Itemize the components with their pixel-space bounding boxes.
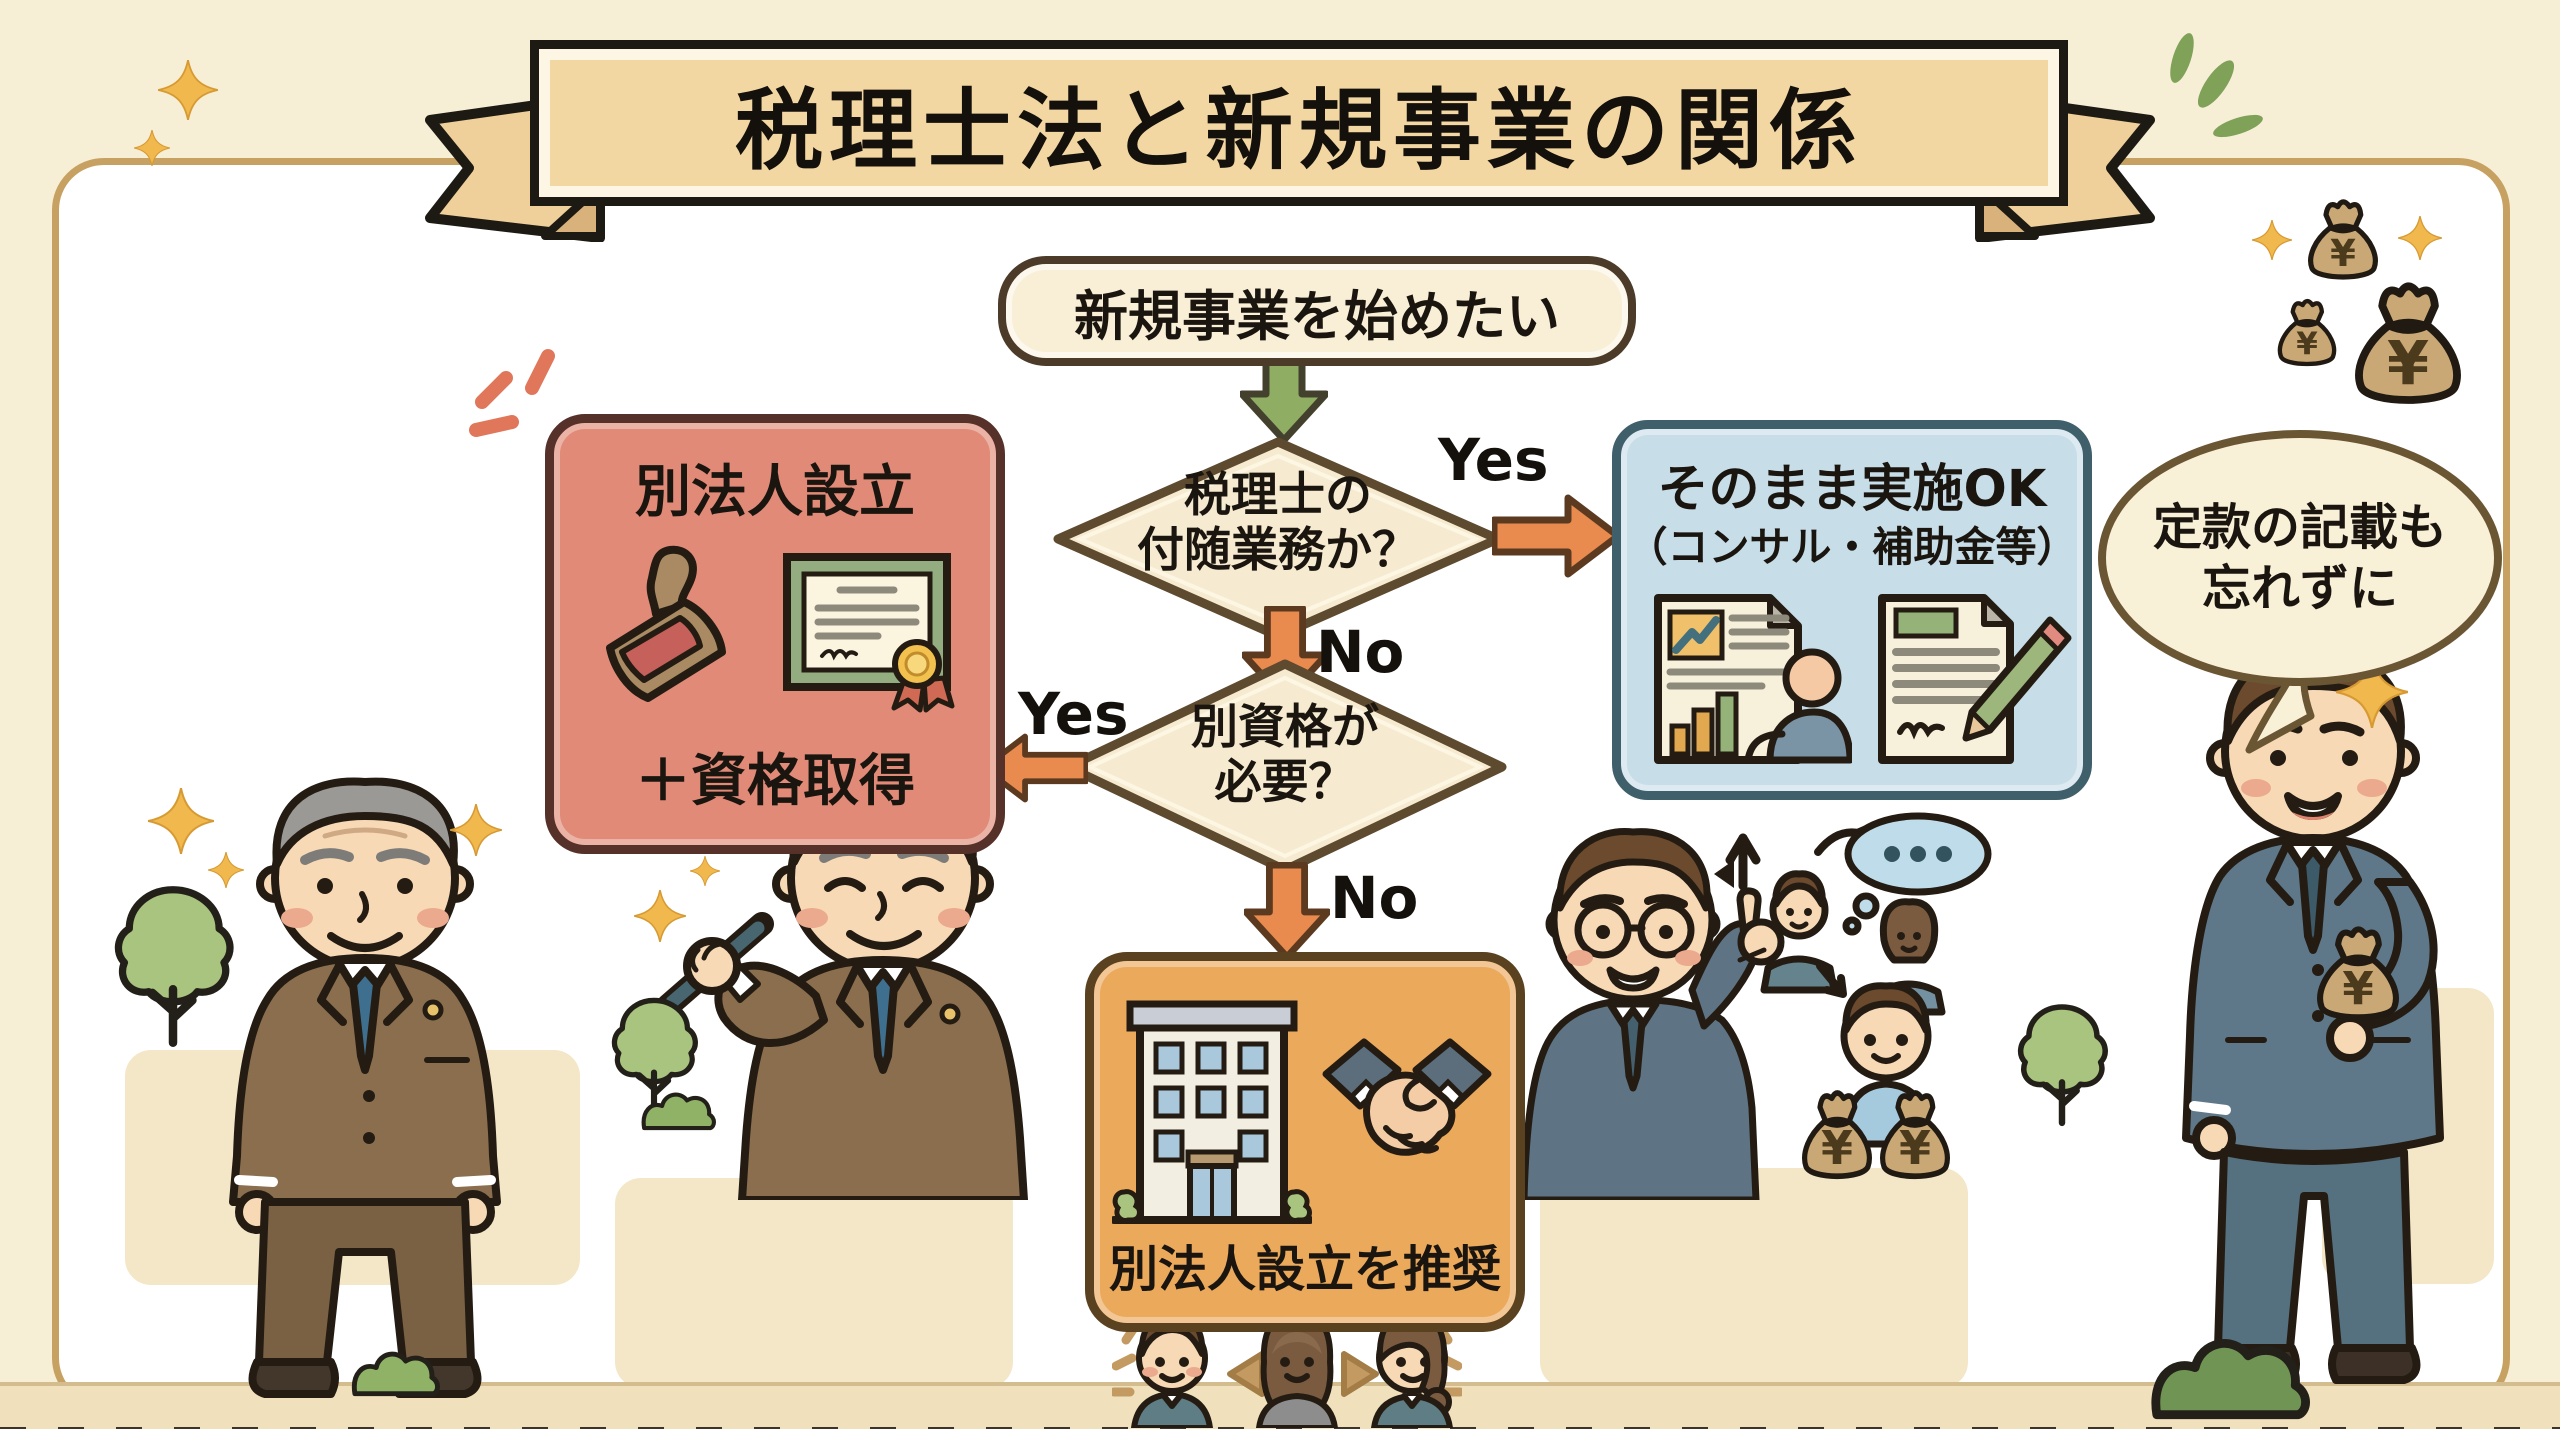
counter-third	[1540, 1168, 1968, 1388]
arrow-right-orange-icon	[1492, 494, 1620, 578]
sparkle-icon	[634, 890, 686, 942]
money-bag-yen-text: ¥	[2296, 327, 2318, 363]
blue-box-line2: （コンサル・補助金等）	[1626, 523, 2078, 571]
money-bag-icon: ¥	[2308, 922, 2408, 1026]
building-icon	[1112, 1000, 1312, 1224]
flow-start-box: 新規事業を始めたい	[998, 256, 1636, 366]
leaves-icon	[2170, 33, 2263, 138]
flow-start-label: 新規事業を始めたい	[1074, 284, 1560, 348]
decision1-text: 税理士の 付随業務か？	[1052, 468, 1504, 579]
counter-second	[615, 1178, 1013, 1388]
arrow-down-orange2-icon	[1244, 862, 1330, 960]
bush-icon	[350, 1342, 440, 1398]
tree-icon	[2016, 982, 2108, 1146]
speech-bubble: 定款の記載も 忘れずに	[2098, 430, 2502, 686]
handshake-icon	[1322, 1038, 1492, 1156]
decision2-line2: 必要？	[1214, 755, 1356, 811]
decision1-yes-label: Yes	[1438, 426, 1549, 494]
pink-box-subtitle: ＋資格取得	[635, 749, 915, 814]
sparkle-icon	[148, 788, 214, 854]
signed-document-icon	[1878, 594, 2072, 764]
elderly-man-standing	[229, 777, 501, 1398]
money-bag-yen-text: ¥	[1899, 1121, 1931, 1175]
decision1-line1: 税理士の	[1184, 468, 1372, 523]
money-bag-yen-text: ¥	[2387, 329, 2429, 399]
decision1-no-label: No	[1316, 618, 1405, 686]
money-bag-icon: ¥	[2276, 294, 2338, 372]
blue-box-line1: そのまま実施OK	[1657, 460, 2047, 519]
emphasis-dashes-icon	[469, 349, 555, 437]
decision1-line2: 付随業務か？	[1137, 523, 1419, 579]
page-title: 税理士法と新規事業の関係	[734, 78, 1863, 182]
bush-icon	[640, 1084, 716, 1132]
chart-report-icon	[1654, 594, 1852, 764]
money-bag-yen-text: ¥	[2330, 232, 2356, 275]
orange-box-label: 別法人設立を推奨	[1108, 1241, 1501, 1298]
speech-bubble-line2: 忘れずに	[2201, 560, 2398, 617]
sparkle-icon	[134, 130, 170, 166]
sparkle-icon	[2252, 220, 2292, 260]
title-banner: 税理士法と新規事業の関係	[530, 40, 2068, 206]
certificate-icon	[783, 553, 955, 713]
tree-icon	[112, 880, 234, 1050]
stamp-icon	[606, 545, 726, 702]
money-bag-yen-text: ¥	[1821, 1121, 1853, 1175]
advisor-with-diagram: ¥ ¥	[1520, 812, 1992, 1200]
bush-icon	[2148, 1322, 2310, 1422]
money-bag-yen-text: ¥	[2342, 962, 2373, 1015]
money-bag-icon: ¥	[2306, 192, 2380, 288]
money-bag-icon: ¥	[2352, 276, 2464, 412]
pink-box-title: 別法人設立	[635, 460, 915, 525]
sparkle-icon	[158, 60, 218, 120]
sparkle-icon	[450, 804, 502, 856]
decision2-no-label: No	[1330, 864, 1419, 932]
sparkle-icon	[2398, 216, 2442, 260]
sparkle-icon	[690, 856, 720, 886]
decision2-line1: 別資格が	[1191, 700, 1379, 755]
speech-bubble-line1: 定款の記載も	[2152, 498, 2447, 556]
decision2-yes-label: Yes	[1018, 680, 1129, 748]
decision2-text: 別資格が 必要？	[1062, 700, 1508, 811]
sparkle-icon	[208, 852, 244, 888]
